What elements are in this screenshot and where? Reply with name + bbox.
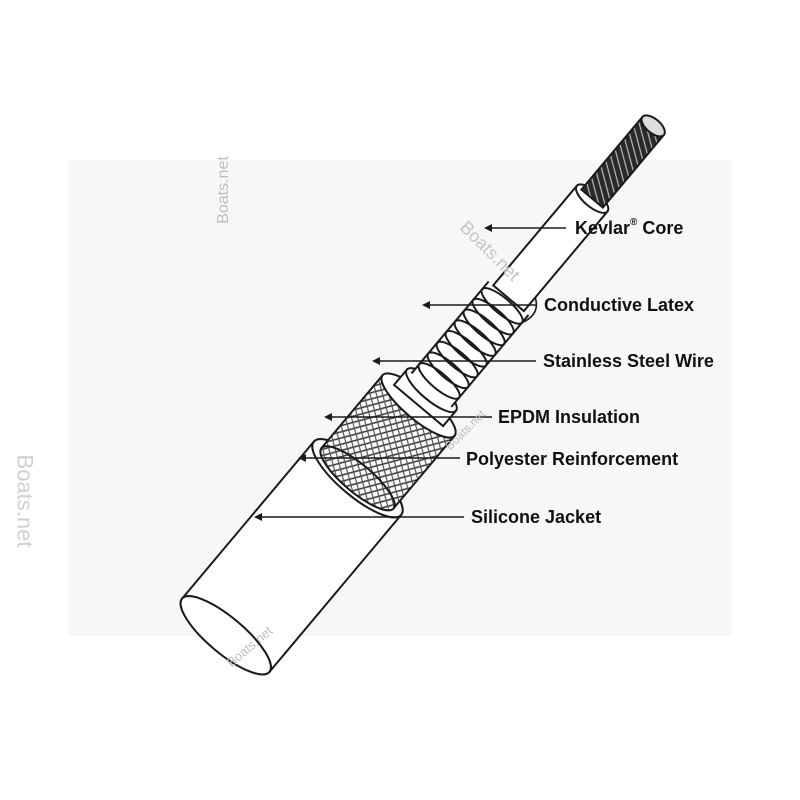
label-silicone-jacket: Silicone Jacket [471,507,602,527]
label-epdm-insulation: EPDM Insulation [498,407,641,427]
kevlar-core-shape [579,114,666,210]
label-conductive-latex: Conductive Latex [544,295,695,315]
watermark: Boats.net [12,454,38,548]
label-polyester-reinforcement: Polyester Reinforcement [466,449,679,469]
label-stainless-steel-wire: Stainless Steel Wire [543,351,714,371]
label-kevlar-core: Kevlar® Core [575,217,684,238]
registered-mark: ® [630,217,638,228]
silicone-jacket-shape [179,114,666,676]
leader-lines [256,227,566,518]
leader-arrowheads [254,224,492,521]
watermark: Boats.net [214,156,232,224]
